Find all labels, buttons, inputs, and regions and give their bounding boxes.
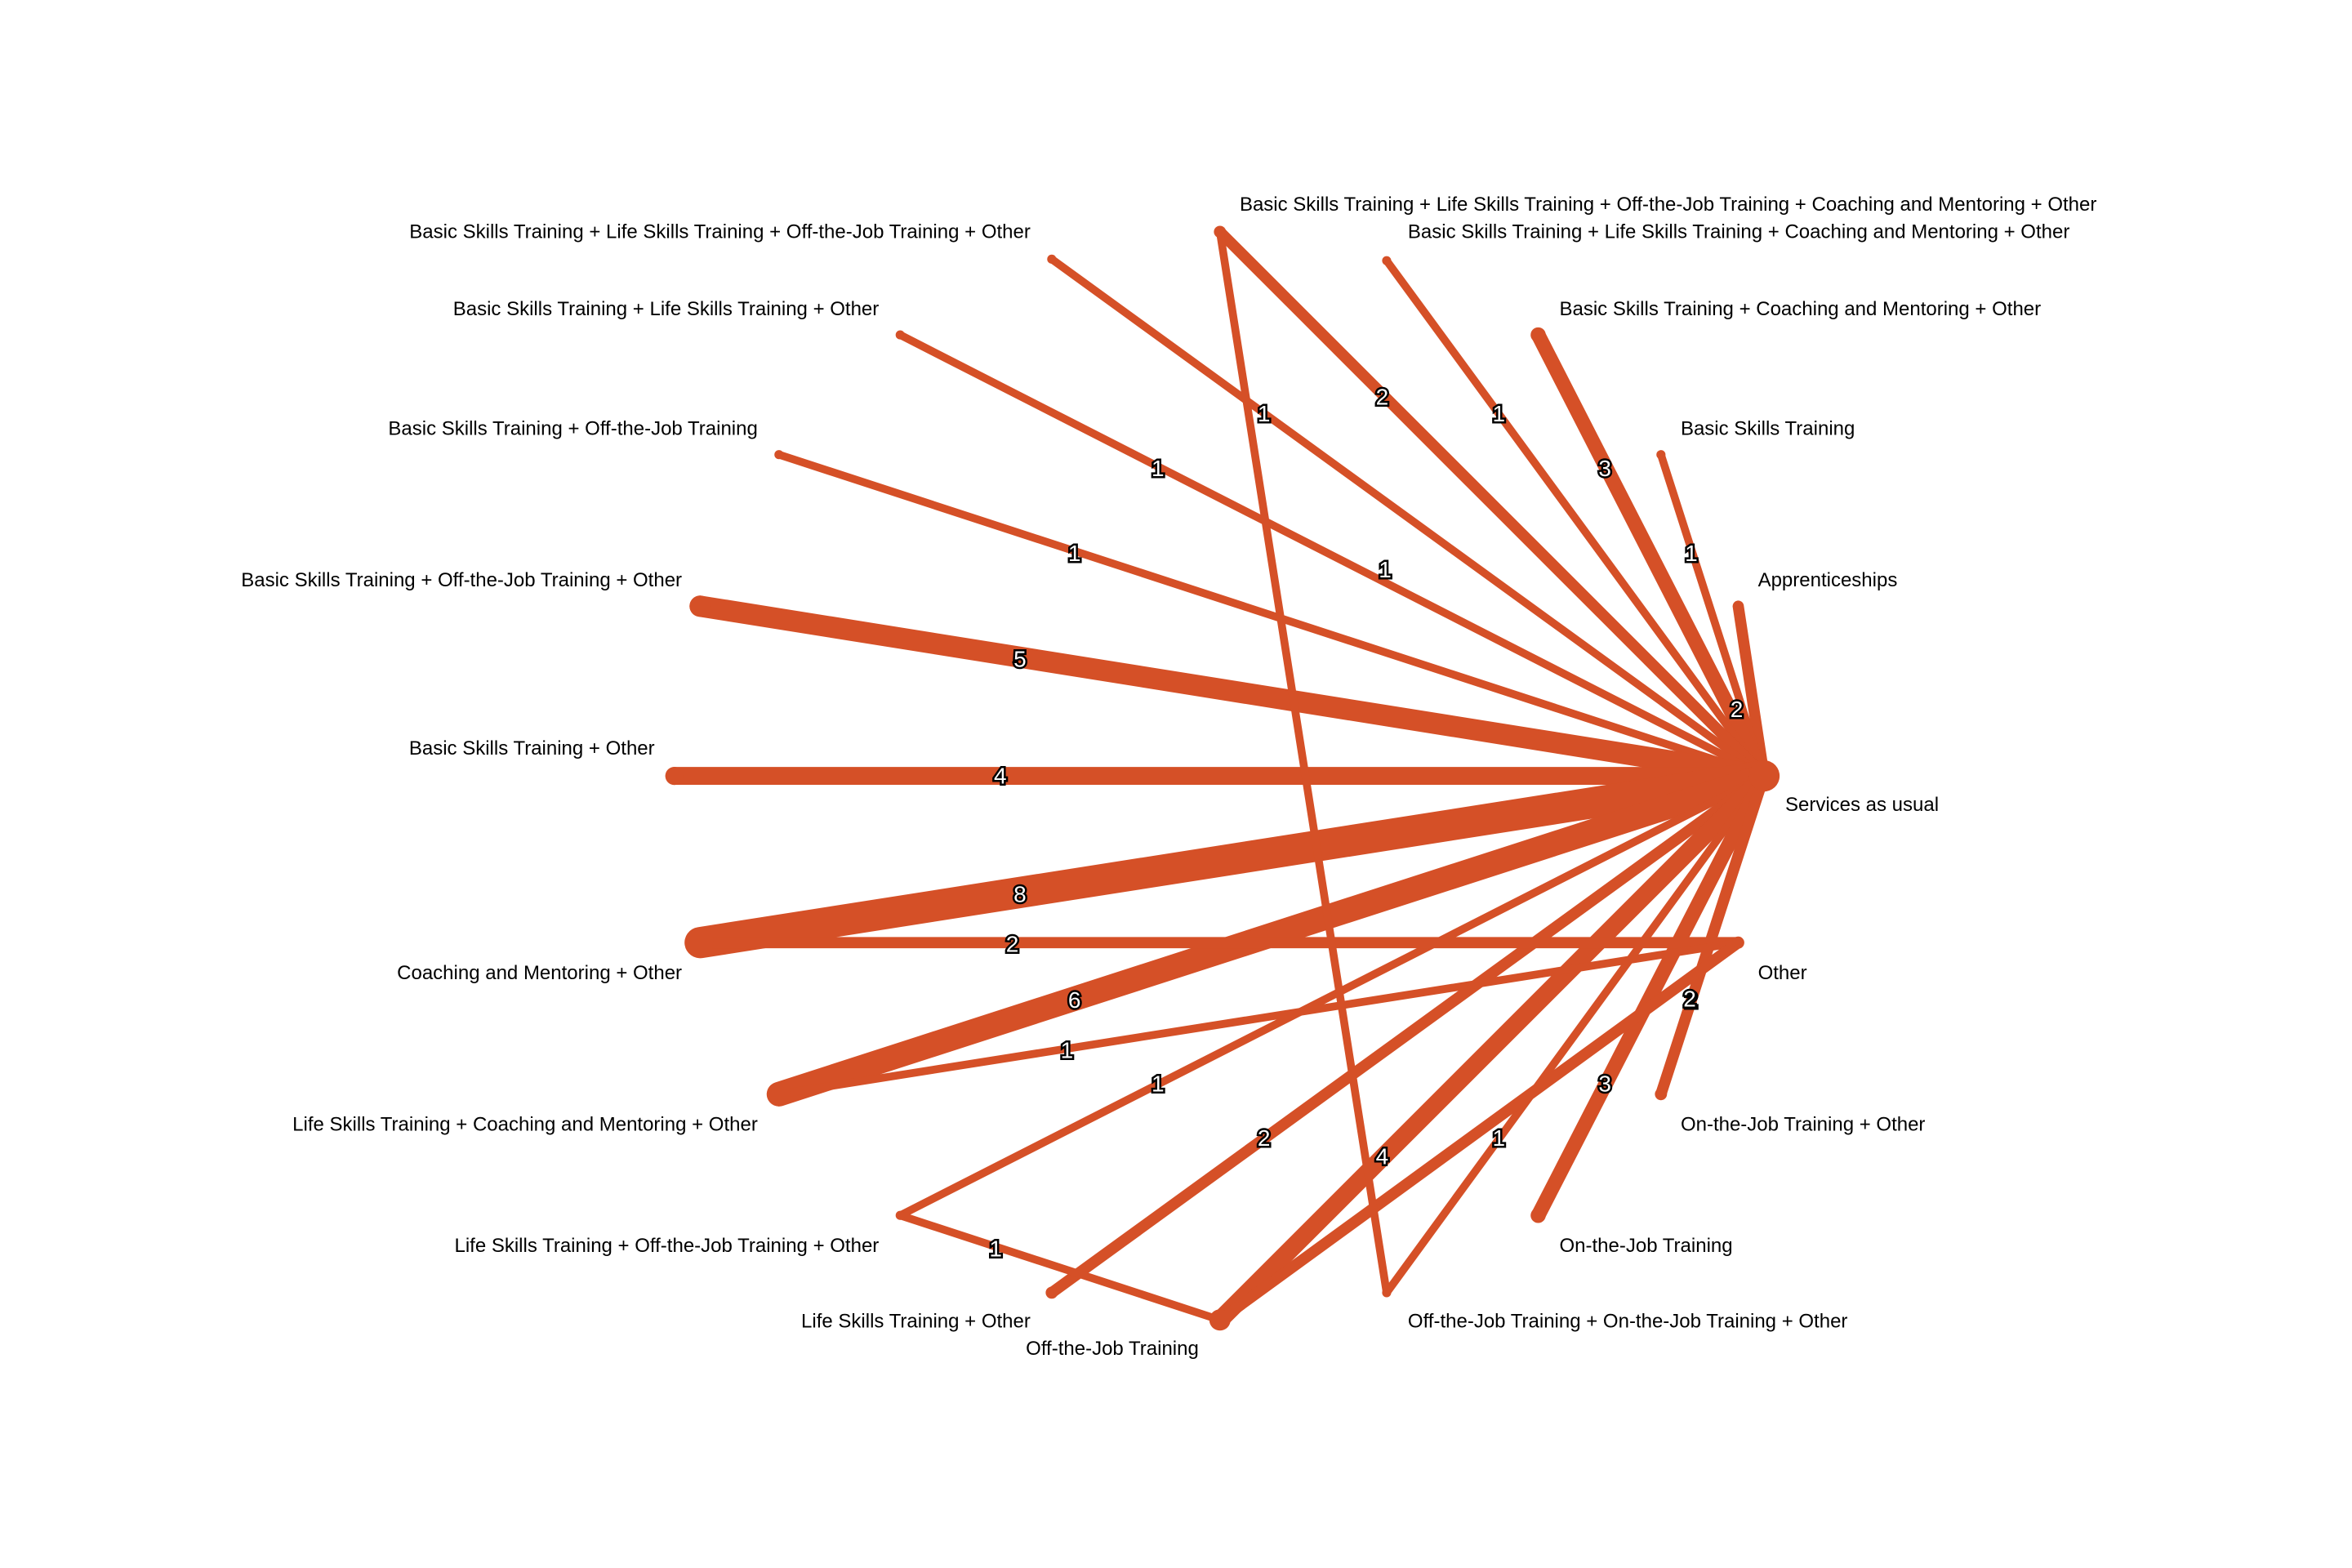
edge-weight-label: 6 bbox=[1068, 987, 1081, 1013]
node-label-bst: Basic Skills Training bbox=[1681, 418, 1855, 440]
edge-weight-label: 3 bbox=[1598, 1071, 1611, 1096]
node-app bbox=[1733, 601, 1744, 611]
node-label-bst_ojt: Basic Skills Training + Off-the-Job Trai… bbox=[388, 418, 757, 440]
node-label-ojt: Off-the-Job Training bbox=[1026, 1338, 1199, 1360]
edge-weight-label: 1 bbox=[1492, 401, 1505, 426]
edge-weight-label: 1 bbox=[1379, 557, 1392, 582]
edge-other-lst_cm_o bbox=[774, 938, 1743, 1098]
edge-ojt-lst_ojt_o bbox=[896, 1211, 1224, 1325]
node-onjt bbox=[1530, 1207, 1546, 1223]
node-ojt bbox=[1209, 1309, 1231, 1331]
edge-sau-onjt_o bbox=[1655, 770, 1770, 1100]
node-label-bst_lst_o: Basic Skills Training + Life Skills Trai… bbox=[453, 298, 880, 320]
node-onjt_o bbox=[1655, 1088, 1668, 1101]
edge-weight-label: 5 bbox=[1013, 647, 1027, 672]
node-other bbox=[1732, 936, 1744, 949]
node-bst_o bbox=[665, 766, 684, 786]
node-label-lst_o: Life Skills Training + Other bbox=[801, 1311, 1031, 1333]
edge-weight-label: 1 bbox=[989, 1236, 1002, 1262]
node-label-sau: Services as usual bbox=[1785, 794, 1939, 816]
node-bst_ojt_o bbox=[689, 595, 711, 617]
node-label-bst_cm_o: Basic Skills Training + Coaching and Men… bbox=[1559, 298, 2041, 320]
edge-weight-label: 2 bbox=[1006, 932, 1019, 957]
edge-sau-bst_lst_ojt_o bbox=[1048, 255, 1768, 780]
node-label-app: Apprenticeships bbox=[1758, 569, 1898, 591]
node-label-onjt: On-the-Job Training bbox=[1559, 1235, 1732, 1257]
edge-sau-lst_o bbox=[1045, 770, 1770, 1298]
node-bst_ojt bbox=[774, 450, 784, 460]
edge-sau-cm_o bbox=[684, 760, 1780, 959]
node-label-bst_o: Basic Skills Training + Other bbox=[409, 737, 655, 760]
edge-sau-bst bbox=[1656, 450, 1768, 780]
edge-weight-label: 2 bbox=[1258, 1125, 1271, 1151]
edge-weight-label: 1 bbox=[1068, 541, 1081, 566]
edge-sau-ojt bbox=[1210, 767, 1773, 1330]
edge-weight-label: 1 bbox=[1685, 541, 1698, 566]
edge-weight-label: 2 bbox=[1683, 986, 1696, 1011]
node-cm_o bbox=[686, 929, 715, 956]
node-bst_lst_ojt_cm_o bbox=[1214, 225, 1227, 238]
edge-sau-bst_ojt bbox=[774, 450, 1768, 780]
edge-weight-label: 1 bbox=[1061, 1037, 1074, 1062]
edge-weight-label: 1 bbox=[1152, 1071, 1165, 1096]
edge-sau-bst_lst_o bbox=[896, 331, 1768, 780]
edge-sau-ojt_onjt_o bbox=[1383, 772, 1768, 1297]
node-lst_ojt_o bbox=[895, 1210, 905, 1220]
node-bst bbox=[1656, 450, 1666, 460]
node-label-lst_cm_o: Life Skills Training + Coaching and Ment… bbox=[292, 1113, 758, 1135]
edge-sau-bst_lst_cm_o bbox=[1383, 256, 1768, 780]
node-lst_cm_o bbox=[766, 1081, 791, 1107]
node-label-bst_lst_ojt_o: Basic Skills Training + Life Skills Trai… bbox=[409, 220, 1031, 243]
node-label-cm_o: Coaching and Mentoring + Other bbox=[397, 962, 682, 984]
edge-weight-label: 1 bbox=[1258, 401, 1271, 426]
node-bst_cm_o bbox=[1530, 327, 1546, 343]
edge-weight-label: 2 bbox=[1685, 987, 1698, 1013]
node-ojt_onjt_o bbox=[1382, 1288, 1392, 1298]
node-label-bst_lst_ojt_cm_o: Basic Skills Training + Life Skills Trai… bbox=[1240, 194, 2096, 216]
edge-sau-app bbox=[1732, 600, 1770, 782]
node-bst_lst_o bbox=[895, 330, 905, 340]
edge-weight-label: 3 bbox=[1598, 456, 1611, 481]
edge-weight-label: 1 bbox=[1152, 456, 1165, 481]
edge-weight-label: 2 bbox=[1731, 697, 1744, 722]
node-label-bst_ojt_o: Basic Skills Training + Off-the-Job Trai… bbox=[241, 569, 682, 591]
edge-weight-label: 8 bbox=[1013, 881, 1027, 906]
node-bst_lst_cm_o bbox=[1382, 256, 1392, 265]
edge-weight-label: 4 bbox=[994, 764, 1007, 789]
node-lst_o bbox=[1045, 1286, 1058, 1299]
edge-sau-onjt bbox=[1530, 768, 1771, 1223]
node-sau bbox=[1748, 760, 1780, 791]
node-bst_lst_ojt_o bbox=[1047, 254, 1057, 264]
node-label-lst_ojt_o: Life Skills Training + Off-the-Job Train… bbox=[454, 1235, 879, 1257]
edge-ojt_onjt_o-bst_lst_ojt_cm_o bbox=[1215, 228, 1391, 1297]
node-label-onjt_o: On-the-Job Training + Other bbox=[1681, 1113, 1925, 1135]
node-label-ojt_onjt_o: Off-the-Job Training + On-the-Job Traini… bbox=[1408, 1311, 1848, 1333]
edge-sau-bst_cm_o bbox=[1530, 327, 1771, 784]
edge-sau-bst_lst_ojt_cm_o bbox=[1214, 226, 1770, 782]
edge-other-ojt bbox=[1214, 937, 1744, 1326]
edge-sau-lst_cm_o bbox=[766, 764, 1777, 1107]
node-label-other: Other bbox=[1758, 962, 1807, 984]
edges-layer bbox=[665, 226, 1780, 1330]
nodes-layer bbox=[665, 225, 1780, 1331]
edge-weight-label: 2 bbox=[1376, 385, 1389, 410]
edge-weight-label: 1 bbox=[1492, 1125, 1505, 1151]
edge-sau-lst_ojt_o bbox=[896, 772, 1768, 1220]
node-label-bst_lst_cm_o: Basic Skills Training + Life Skills Trai… bbox=[1408, 220, 2069, 243]
edge-weight-label: 4 bbox=[1376, 1143, 1389, 1169]
edge-sau-bst_ojt_o bbox=[689, 595, 1775, 787]
